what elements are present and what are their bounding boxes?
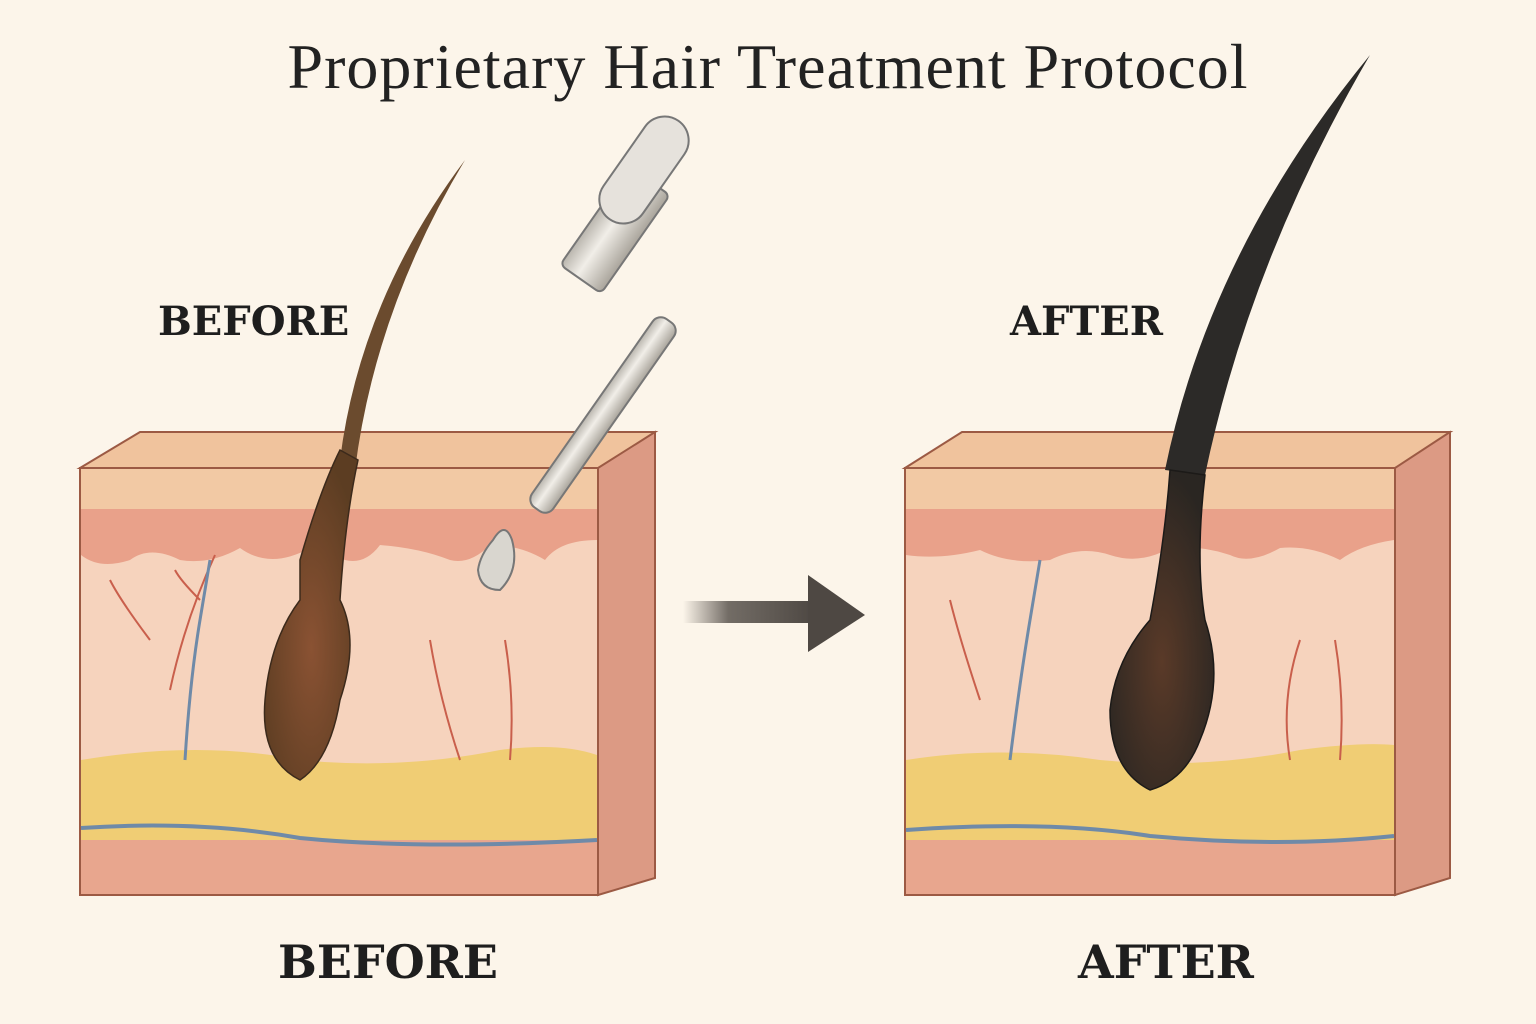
after-top-label: AFTER — [1010, 298, 1163, 345]
page-title: Proprietary Hair Treatment Protocol — [287, 31, 1249, 102]
right-arrow-icon — [683, 575, 865, 652]
hair-after — [1109, 55, 1370, 791]
hair-before — [263, 160, 465, 781]
skin-block-before — [76, 430, 659, 897]
before-bottom-label: BEFORE — [278, 935, 498, 989]
after-bottom-label: AFTER — [1078, 935, 1254, 989]
dropper-icon — [476, 115, 690, 592]
before-top-label: BEFORE — [158, 298, 350, 345]
skin-block-after — [901, 430, 1454, 897]
